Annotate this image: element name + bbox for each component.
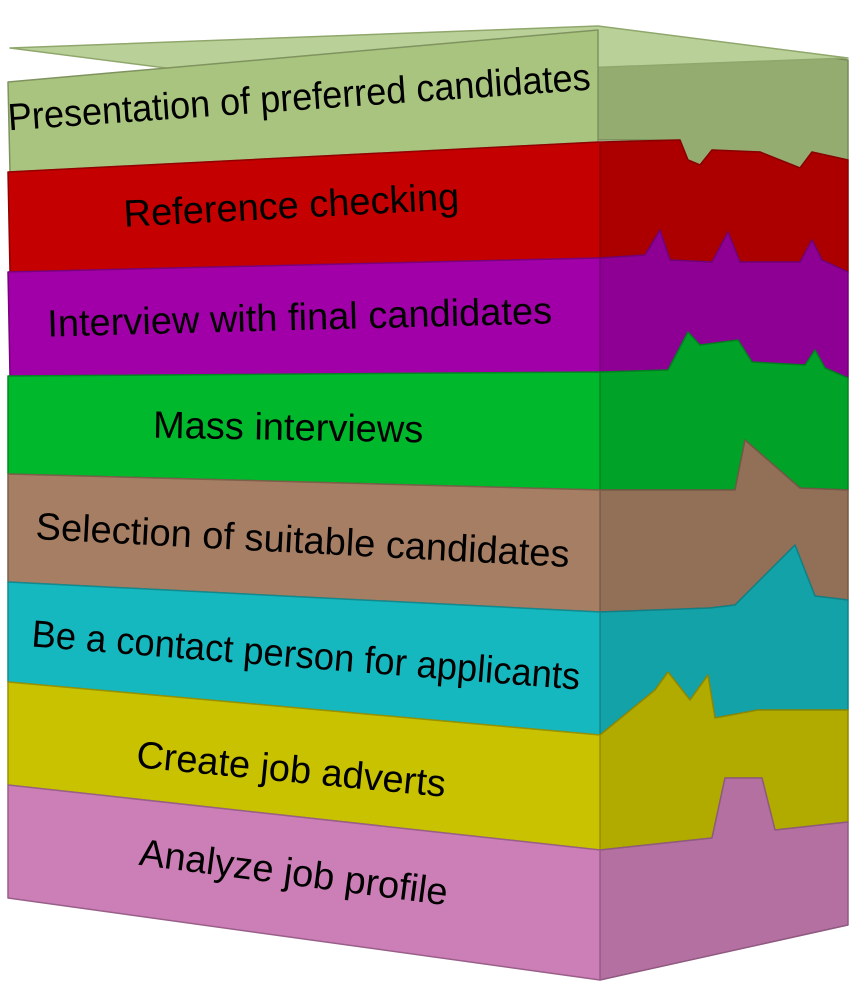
layer-presentation-of-preferred-candidates: Presentation of preferred candidates <box>6 25 849 173</box>
layer-analyze-job-profile: Analyze job profile <box>7 777 849 981</box>
layer-front-face <box>7 784 601 981</box>
layer-label: Mass interviews <box>153 405 424 452</box>
layer-be-a-contact-person-for-applicants: Be a contact person for applicants <box>7 544 849 736</box>
layer-side-face <box>599 777 849 981</box>
layer-reference-checking: Reference checking <box>7 139 849 273</box>
layer-mass-interviews: Mass interviews <box>7 331 849 491</box>
layer-create-job-adverts: Create job adverts <box>7 671 849 851</box>
